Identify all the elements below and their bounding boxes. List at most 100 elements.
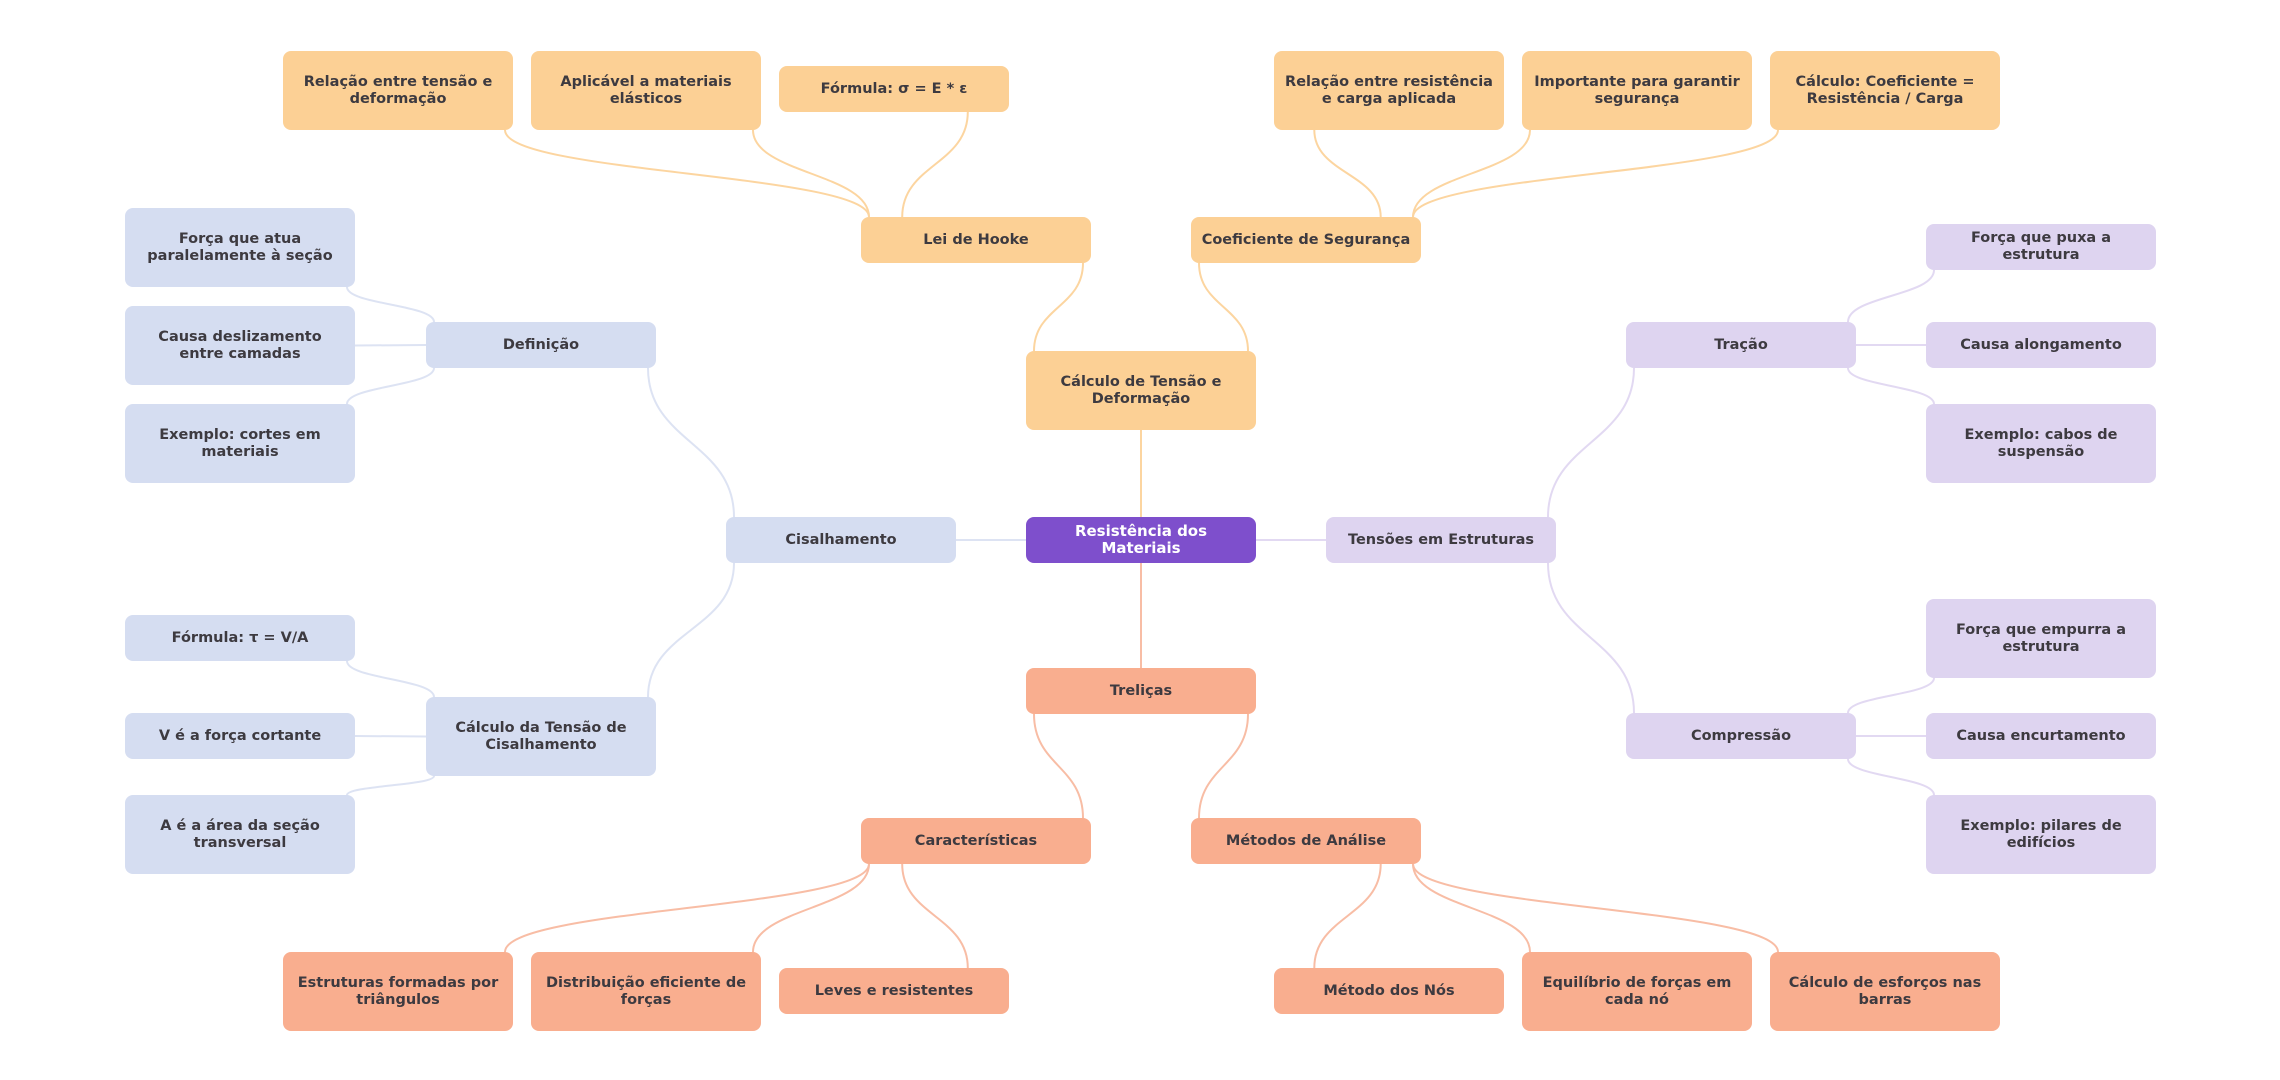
connector-tra-tra1 [1847,269,1935,323]
connector-com-com1 [1847,677,1935,714]
node-hooke[interactable]: Lei de Hooke [861,217,1091,263]
connector-def-def3 [346,367,435,405]
node-label: Relação entre resistência e carga aplica… [1285,73,1493,107]
connector-hooke-hooke1 [504,129,870,218]
node-label: Leves e resistentes [814,982,974,999]
node-ten[interactable]: Tensões em Estruturas [1326,517,1556,563]
connector-car-car1 [504,863,870,953]
connector-def-def1 [346,286,435,323]
node-ctc2[interactable]: V é a força cortante [125,713,355,759]
node-label: Força que empurra a estrutura [1955,621,2126,655]
node-met2[interactable]: Equilíbrio de forças em cada nó [1522,952,1752,1031]
connector-calc-hooke [1033,262,1084,352]
node-tra2[interactable]: Causa alongamento [1926,322,2156,368]
node-hooke2[interactable]: Aplicável a materiais elásticos [531,51,761,130]
node-label: Cálculo: Coeficiente = Resistência / Car… [1795,73,1975,107]
node-com[interactable]: Compressão [1626,713,1856,759]
node-car2[interactable]: Distribuição eficiente de forças [531,952,761,1031]
connector-car-car3 [901,863,969,969]
node-label: Método dos Nós [1323,982,1455,999]
node-label: Exemplo: cortes em materiais [159,426,321,460]
node-label: Força que puxa a estrutura [1970,230,2112,263]
connector-ctc-ctc3 [346,775,435,796]
node-ctc1[interactable]: Fórmula: τ = V/A [125,615,355,661]
node-label: Tensões em Estruturas [1348,531,1534,548]
node-label: A é a área da seção transversal [160,817,320,851]
node-label: Cálculo de Tensão e Deformação [1060,373,1222,407]
connector-car-car2 [752,863,870,953]
node-label: Resistência dos Materiais [1074,522,1208,557]
node-cis[interactable]: Cisalhamento [726,517,956,563]
node-label: Cisalhamento [785,531,897,548]
connector-coef-coef3 [1412,129,1779,218]
connector-ctc-ctc2 [354,735,427,738]
connector-hooke-hooke3 [901,111,969,218]
node-ctc3[interactable]: A é a área da seção transversal [125,795,355,874]
node-car[interactable]: Características [861,818,1091,864]
connector-tre-met [1198,713,1249,819]
connector-tra-tra3 [1847,367,1935,405]
node-def[interactable]: Definição [426,322,656,368]
node-tre[interactable]: Treliças [1026,668,1256,714]
connector-cis-ctc [647,562,735,698]
node-def2[interactable]: Causa deslizamento entre camadas [125,306,355,385]
node-label: Compressão [1690,727,1792,744]
node-coef3[interactable]: Cálculo: Coeficiente = Resistência / Car… [1770,51,2000,130]
node-coef1[interactable]: Relação entre resistência e carga aplica… [1274,51,1504,130]
node-label: Força que atua paralelamente à seção [147,230,333,264]
connector-ten-tra [1547,367,1635,518]
connector-ten-com [1547,562,1635,714]
node-label: Equilíbrio de forças em cada nó [1542,974,1732,1008]
node-tra[interactable]: Tração [1626,322,1856,368]
node-label: Definição [502,336,580,353]
connector-hooke-hooke2 [752,129,870,218]
connector-met-met3 [1412,863,1779,953]
node-label: Exemplo: pilares de edifícios [1960,817,2122,851]
node-label: Distribuição eficiente de forças [545,974,747,1008]
node-ctc[interactable]: Cálculo da Tensão de Cisalhamento [426,697,656,776]
connector-calc-coef [1198,262,1249,352]
node-label: Relação entre tensão e deformação [303,73,493,107]
node-com1[interactable]: Força que empurra a estrutura [1926,599,2156,678]
node-coef[interactable]: Coeficiente de Segurança [1191,217,1421,263]
node-car3[interactable]: Leves e resistentes [779,968,1009,1014]
node-def3[interactable]: Exemplo: cortes em materiais [125,404,355,483]
connector-coef-coef1 [1313,129,1382,218]
node-com3[interactable]: Exemplo: pilares de edifícios [1926,795,2156,874]
node-met3[interactable]: Cálculo de esforços nas barras [1770,952,2000,1031]
connector-def-def2 [354,344,427,347]
connector-ctc-ctc1 [346,660,435,698]
node-calc[interactable]: Cálculo de Tensão e Deformação [1026,351,1256,430]
node-label: Estruturas formadas por triângulos [297,974,499,1008]
root-node[interactable]: Resistência dos Materiais [1026,517,1256,563]
node-label: Tração [1714,336,1768,353]
node-com2[interactable]: Causa encurtamento [1926,713,2156,759]
node-met1[interactable]: Método dos Nós [1274,968,1504,1014]
node-def1[interactable]: Força que atua paralelamente à seção [125,208,355,287]
node-label: Causa deslizamento entre camadas [158,328,322,362]
node-coef2[interactable]: Importante para garantir segurança [1522,51,1752,130]
node-label: Causa alongamento [1960,336,2122,353]
node-label: Exemplo: cabos de suspensão [1964,426,2118,460]
node-met[interactable]: Métodos de Análise [1191,818,1421,864]
connector-tre-car [1033,713,1084,819]
node-tra1[interactable]: Força que puxa a estrutura [1926,224,2156,270]
node-tra3[interactable]: Exemplo: cabos de suspensão [1926,404,2156,483]
node-hooke1[interactable]: Relação entre tensão e deformação [283,51,513,130]
node-label: Coeficiente de Segurança [1201,231,1411,248]
node-label: Treliças [1109,682,1173,699]
connector-com-com3 [1847,758,1935,796]
node-label: V é a força cortante [158,727,322,744]
node-car1[interactable]: Estruturas formadas por triângulos [283,952,513,1031]
node-label: Fórmula: τ = V/A [171,629,309,646]
connector-met-met2 [1412,863,1531,953]
node-label: Métodos de Análise [1225,832,1387,849]
node-label: Fórmula: σ = E * ε [820,80,968,97]
node-label: Lei de Hooke [923,231,1029,248]
node-label: Cálculo da Tensão de Cisalhamento [455,719,627,753]
node-hooke3[interactable]: Fórmula: σ = E * ε [779,66,1009,112]
node-label: Aplicável a materiais elásticos [560,73,732,107]
connector-cis-def [647,367,735,518]
